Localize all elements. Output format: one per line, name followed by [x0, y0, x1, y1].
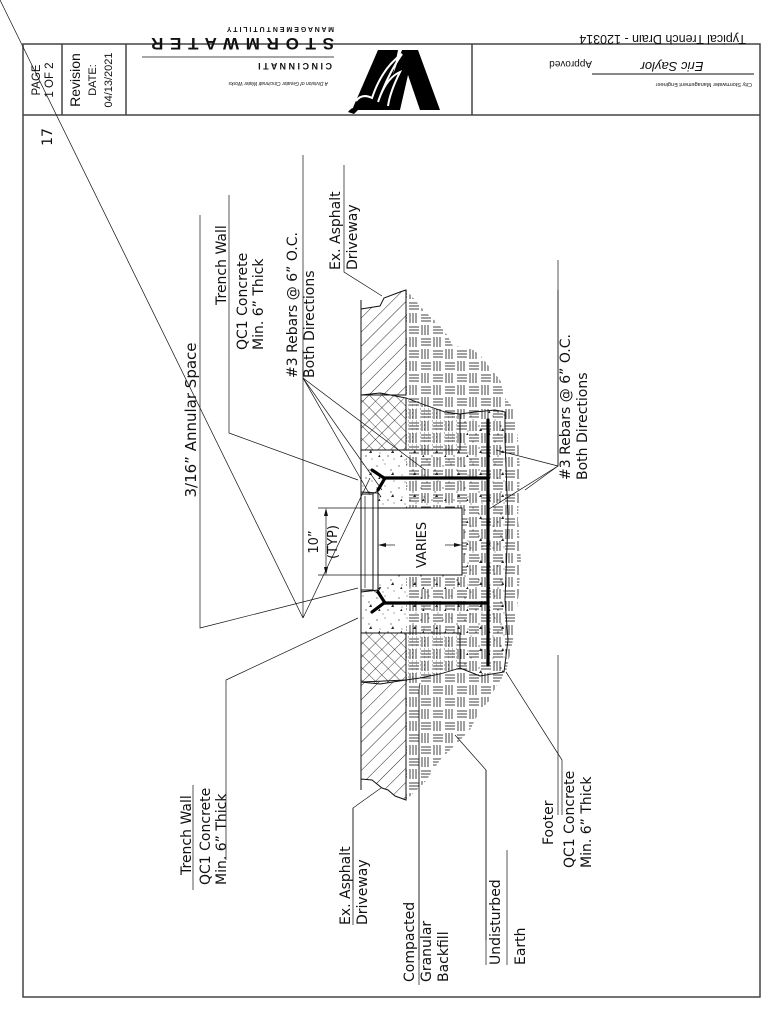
callout-asphalt-top-line1: Ex. Asphalt	[328, 191, 344, 270]
grate	[360, 493, 374, 591]
callout-asphalt-bottom-line2: Driveway	[355, 859, 371, 925]
callout-earth-line1: Undisturbed	[488, 879, 504, 965]
sheet-number: 17	[40, 128, 56, 146]
approver-title: City Stormwater Management Engineer	[656, 81, 752, 87]
org-division: A Division of Greater Cincinnati Water W…	[228, 80, 329, 86]
date-label: DATE:	[87, 64, 99, 96]
org-city: C I N C I N N A T I	[258, 61, 332, 71]
trench-section	[318, 289, 521, 801]
callout-backfill-line3: Backfill	[436, 931, 452, 982]
callout-backfill-line2: Granular	[419, 921, 435, 982]
callout-trench-wall-bottom-title: Trench Wall	[179, 795, 195, 876]
base-course-top	[360, 392, 407, 451]
callout-footer-title: Footer	[541, 800, 557, 845]
org-logo-text: A Division of Greater Cincinnati Water W…	[142, 25, 334, 86]
callout-asphalt-bottom-line1: Ex. Asphalt	[338, 846, 354, 925]
msd-logo-icon	[348, 50, 440, 114]
callout-trench-wall-top-line1: QC1 Concrete	[235, 253, 251, 350]
callout-footer-line1: QC1 Concrete	[562, 771, 578, 868]
callout-trench-wall-top-line2: Min. 6” Thick	[251, 258, 267, 350]
callout-rebars-bottom-line2: Both Directions	[575, 372, 591, 480]
sheet-border	[22, 43, 761, 998]
callout-footer-line2: Min. 6” Thick	[579, 776, 595, 868]
dimension-grate-note: (TYP)	[326, 525, 341, 559]
callout-trench-wall-bottom-line2: Min. 6” Thick	[214, 793, 230, 885]
approved-label: Approved	[549, 58, 592, 69]
org-name: S T O R M W A T E R	[150, 34, 334, 53]
callout-rebars-top-line2: Both Directions	[302, 270, 318, 378]
drawing-title: Typical Trench Drain - 120314	[579, 32, 746, 46]
revision-label: Revision	[67, 53, 83, 107]
dimension-grate-width: 10”	[307, 530, 322, 553]
org-top-line: M A N A G E M E N T U T I L I T Y	[226, 25, 334, 32]
callout-trench-wall-top-title: Trench Wall	[214, 225, 230, 306]
callout-asphalt-top-line2: Driveway	[345, 204, 361, 270]
signature: Eric Saylor	[640, 59, 704, 74]
asphalt-driveway-top	[360, 289, 407, 396]
page-of: 1 OF 2	[44, 62, 56, 97]
base-course-bottom	[360, 632, 407, 685]
callout-rebars-top-line1: #3 Rebars @ 6” O.C.	[285, 232, 301, 378]
page-label: PAGE	[31, 64, 43, 95]
callout-trench-wall-bottom-line1: QC1 Concrete	[198, 788, 214, 885]
callout-earth-line2: Earth	[513, 927, 529, 965]
callout-backfill-line1: Compacted	[402, 902, 418, 982]
callout-annular-space: 3/16” Annular Space	[182, 342, 200, 497]
dimension-channel-depth: VARIES	[415, 522, 430, 568]
date-value: 04/13/2021	[103, 52, 115, 107]
drain-channel	[377, 507, 463, 576]
title-block: PAGE 1 OF 2 Revision DATE: 04/13/2021 A …	[31, 25, 754, 114]
asphalt-driveway-bottom	[360, 679, 407, 801]
callout-rebars-bottom-line1: #3 Rebars @ 6” O.C.	[558, 334, 574, 480]
